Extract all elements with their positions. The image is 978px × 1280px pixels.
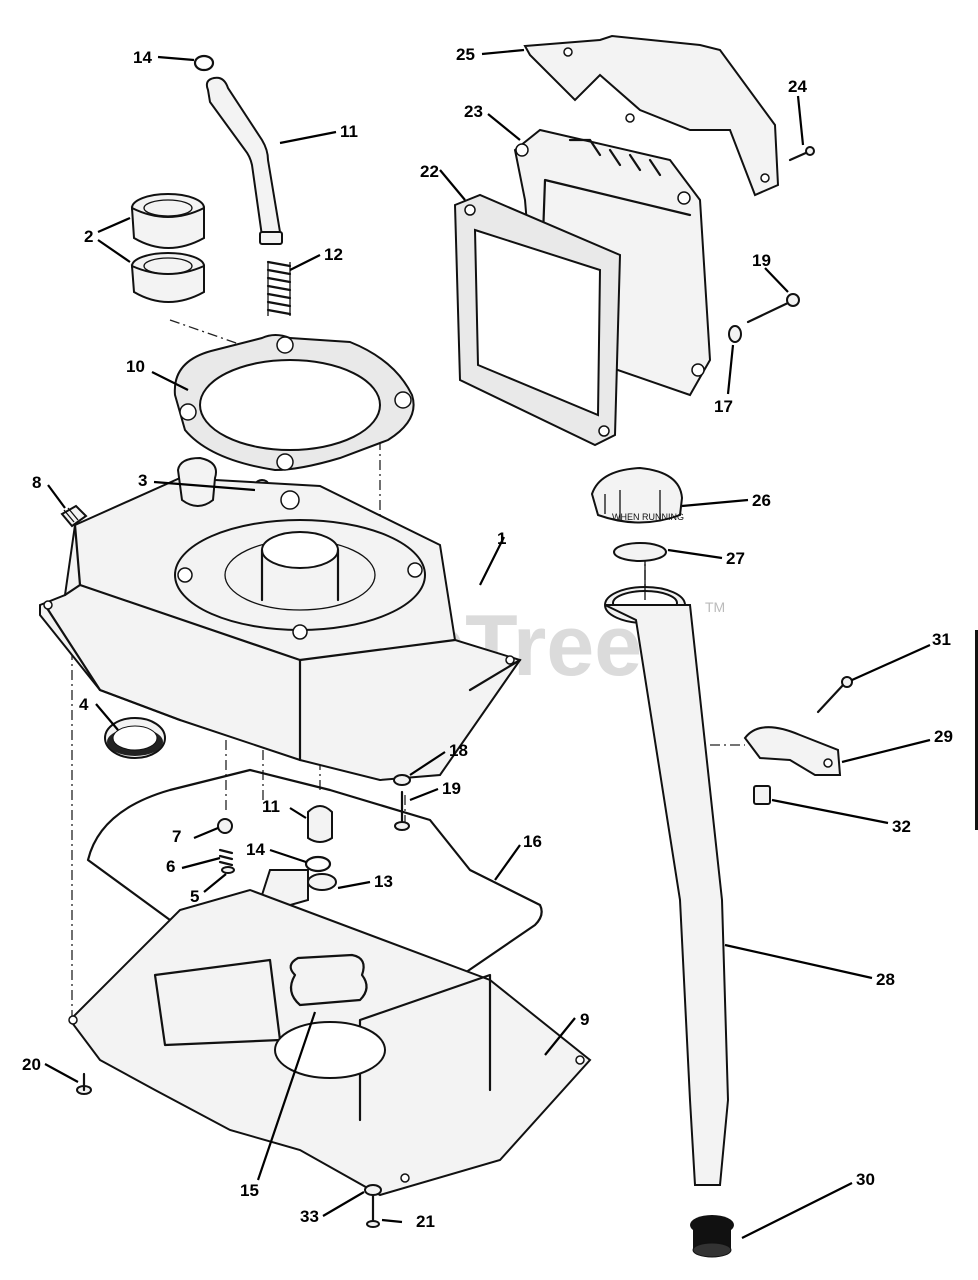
head-gasket — [453, 193, 622, 447]
callout-4: 4 — [79, 695, 89, 714]
callout-10: 10 — [126, 357, 145, 376]
o-ring-27 — [613, 542, 667, 562]
callout-3: 3 — [138, 471, 147, 490]
callout-2: 2 — [84, 227, 93, 246]
callout-16: 16 — [523, 832, 542, 851]
callout-25: 25 — [456, 45, 475, 64]
callout-15: 15 — [240, 1181, 259, 1200]
callout-11-top: 11 — [340, 122, 358, 141]
callout-9: 9 — [580, 1010, 589, 1029]
dipstick-cap: WHEN RUNNING — [590, 466, 684, 524]
callout-5: 5 — [190, 887, 199, 906]
base-gasket — [86, 768, 543, 1002]
o-ring-bottom — [304, 855, 332, 873]
check-spring — [218, 848, 234, 867]
callout-8: 8 — [32, 473, 41, 492]
callout-6: 6 — [166, 857, 175, 876]
grommet — [690, 1215, 734, 1258]
washer-17 — [728, 325, 742, 343]
plug — [60, 504, 88, 528]
o-ring-top — [193, 54, 215, 72]
retainer-5 — [221, 866, 235, 874]
callout-28: 28 — [876, 970, 895, 989]
cylinder-gasket — [173, 334, 415, 472]
breather-tube-top — [205, 76, 283, 245]
nut-32 — [753, 785, 771, 805]
crankcase — [39, 456, 522, 782]
dipstick-tube — [604, 560, 730, 1186]
washer-18 — [393, 774, 411, 786]
bearing-halves — [130, 193, 205, 303]
screw-21 — [366, 1194, 380, 1228]
oil-base — [68, 888, 592, 1197]
callout-7: 7 — [172, 827, 181, 846]
shield — [523, 34, 780, 197]
callout-29: 29 — [934, 727, 953, 746]
screw-24 — [788, 146, 815, 162]
screw-20 — [76, 1072, 92, 1095]
watermark-trademark: TM — [705, 599, 725, 615]
callout-19-upper: 19 — [752, 251, 771, 270]
callout-19-lower: 19 — [442, 779, 461, 798]
leader-lines — [44, 48, 931, 1239]
oil-seal — [104, 717, 166, 759]
callout-33: 33 — [300, 1207, 319, 1226]
callout-18: 18 — [449, 741, 468, 760]
callout-11-bottom: 11 — [262, 797, 280, 816]
screw-19-upper — [746, 293, 800, 324]
callout-14-bottom: 14 — [246, 840, 265, 859]
callout-12: 12 — [324, 245, 343, 264]
callout-30: 30 — [856, 1170, 875, 1189]
page-edge-mark — [975, 630, 978, 830]
callout-13: 13 — [374, 872, 393, 891]
screw-31 — [816, 676, 853, 714]
cap-label: WHEN RUNNING — [612, 512, 684, 522]
callout-26: 26 — [752, 491, 771, 510]
callout-31: 31 — [932, 630, 951, 649]
callout-23: 23 — [464, 102, 483, 121]
callout-27: 27 — [726, 549, 745, 568]
callout-22: 22 — [420, 162, 439, 181]
callout-21: 21 — [416, 1212, 435, 1231]
callout-20: 20 — [22, 1055, 41, 1074]
spring-top — [266, 260, 292, 316]
screw-19-lower — [394, 790, 410, 831]
washer-33 — [364, 1184, 382, 1196]
check-ball — [217, 818, 233, 834]
breather-tube-bottom — [307, 805, 333, 843]
callout-1: 1 — [497, 529, 506, 548]
callout-24: 24 — [788, 77, 807, 96]
tube-clamp — [743, 726, 842, 776]
callout-17: 17 — [714, 397, 733, 416]
callout-32: 32 — [892, 817, 911, 836]
callout-labels: 14 11 2 12 10 8 3 1 4 18 19 11 7 14 6 13… — [22, 45, 953, 1231]
callout-14-top: 14 — [133, 48, 152, 67]
